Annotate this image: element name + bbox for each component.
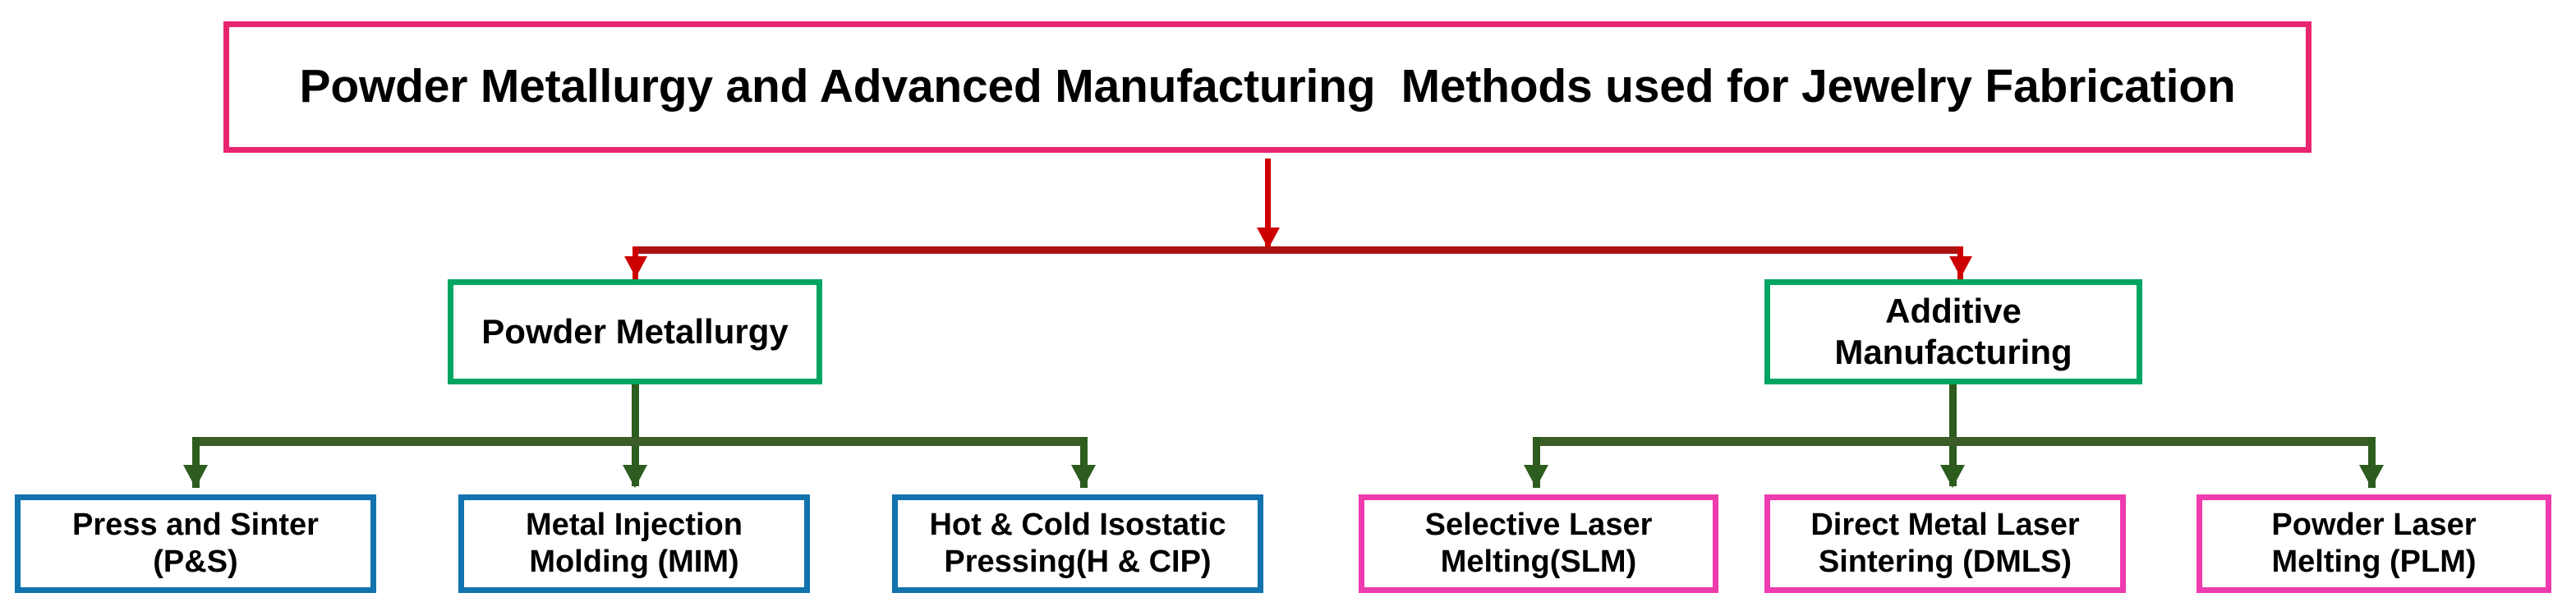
- arrow-additive-manufacturing-head: [1949, 256, 1972, 278]
- node-press-and-sinter[interactable]: Press and Sinter (P&S): [15, 494, 376, 593]
- node-additive-manufacturing-label-line2: Manufacturing: [1834, 333, 2072, 371]
- node-direct-metal-laser-sintering[interactable]: Direct Metal Laser Sintering (DMLS): [1764, 494, 2126, 593]
- connector-level1-bus: [632, 246, 1963, 254]
- diagram-title-box: Powder Metallurgy and Advanced Manufactu…: [223, 21, 2312, 153]
- connector-to-press-and-sinter: [192, 437, 200, 488]
- arrow-direct-metal-head: [1940, 465, 1965, 488]
- arrow-hot-cold-isostatic-head: [1071, 465, 1096, 488]
- node-selective-laser-melting-line1: Selective Laser: [1424, 508, 1653, 543]
- node-hot-cold-isostatic-pressing-line1: Hot & Cold Isostatic: [929, 508, 1226, 543]
- arrow-selective-laser-head: [1524, 465, 1548, 488]
- node-powder-laser-melting-line1: Powder Laser: [2271, 508, 2477, 543]
- node-metal-injection-molding-line2: Molding (MIM): [529, 545, 739, 579]
- connector-powder-metallurgy-bus: [192, 437, 1088, 446]
- connector-title-stem: [1265, 159, 1271, 249]
- node-powder-laser-melting[interactable]: Powder Laser Melting (PLM): [2196, 494, 2551, 593]
- arrow-metal-injection-head: [623, 465, 647, 488]
- node-direct-metal-laser-sintering-line2: Sintering (DMLS): [1818, 545, 2072, 579]
- connector-to-powder-laser: [2368, 437, 2376, 488]
- node-press-and-sinter-line2: (P&S): [153, 545, 238, 579]
- node-powder-metallurgy[interactable]: Powder Metallurgy: [448, 279, 822, 384]
- node-press-and-sinter-line1: Press and Sinter: [72, 508, 319, 543]
- connector-powder-metallurgy-stem: [632, 384, 639, 486]
- node-selective-laser-melting[interactable]: Selective Laser Melting(SLM): [1359, 494, 1718, 593]
- connector-additive-manufacturing-stem: [1949, 384, 1957, 486]
- node-powder-metallurgy-label: Powder Metallurgy: [481, 312, 789, 352]
- node-hot-cold-isostatic-pressing[interactable]: Hot & Cold Isostatic Pressing(H & CIP): [892, 494, 1263, 593]
- node-metal-injection-molding-line1: Metal Injection: [526, 508, 743, 543]
- connector-to-hot-cold-isostatic: [1080, 437, 1088, 488]
- node-powder-laser-melting-line2: Melting (PLM): [2271, 545, 2477, 579]
- connector-to-selective-laser: [1533, 437, 1540, 488]
- node-direct-metal-laser-sintering-line1: Direct Metal Laser: [1810, 508, 2080, 543]
- arrow-powder-laser-head: [2359, 465, 2384, 488]
- node-selective-laser-melting-line2: Melting(SLM): [1440, 545, 1637, 579]
- arrow-powder-metallurgy-head: [624, 256, 647, 278]
- arrow-title-stem-head: [1257, 228, 1280, 249]
- node-additive-manufacturing-label-line1: Additive: [1885, 292, 2022, 331]
- connector-additive-manufacturing-bus: [1533, 437, 2376, 446]
- node-metal-injection-molding[interactable]: Metal Injection Molding (MIM): [458, 494, 810, 593]
- node-hot-cold-isostatic-pressing-line2: Pressing(H & CIP): [944, 545, 1212, 579]
- node-additive-manufacturing[interactable]: Additive Manufacturing: [1764, 279, 2142, 384]
- page-title: Powder Metallurgy and Advanced Manufactu…: [299, 60, 2236, 113]
- arrow-press-and-sinter-head: [183, 465, 208, 488]
